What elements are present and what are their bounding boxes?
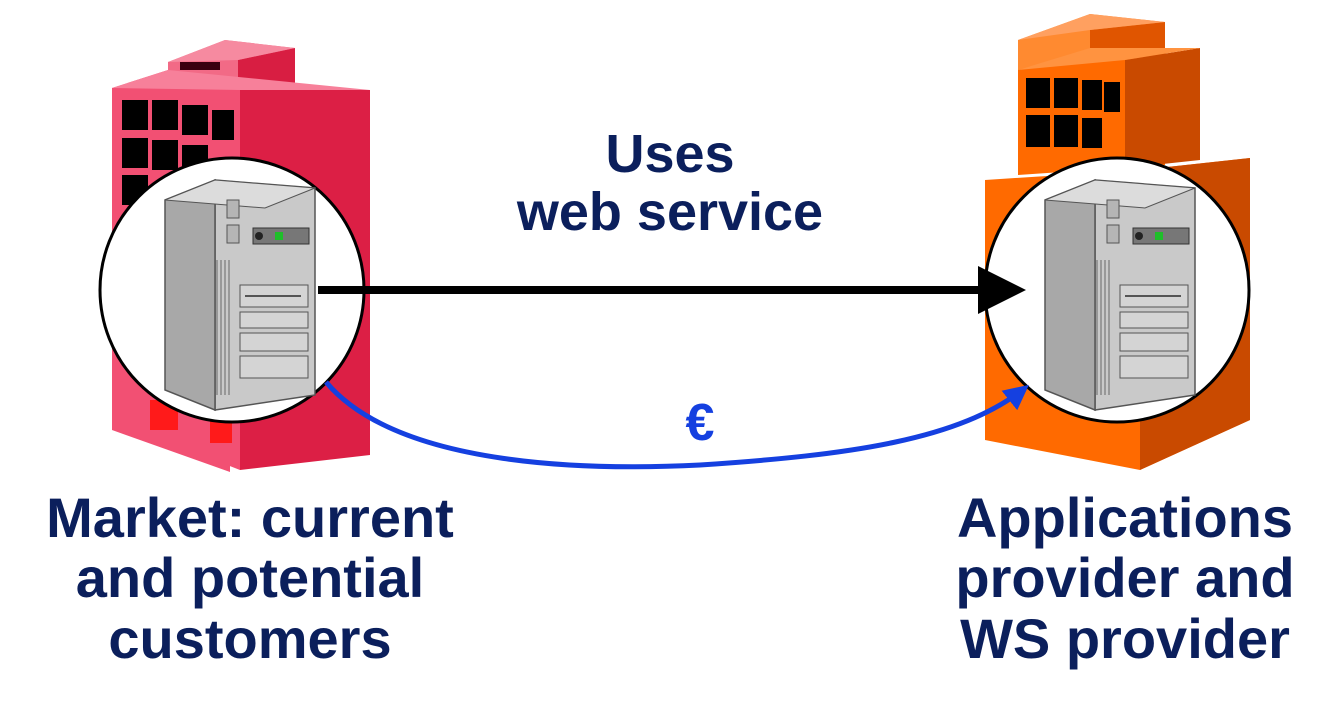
right-label-line1: Applications xyxy=(956,486,1294,549)
payment-arrow xyxy=(324,380,1029,470)
left-label-line2: and potential xyxy=(75,546,425,610)
right-server-icon xyxy=(983,156,1251,424)
euro-icon: € xyxy=(685,394,715,452)
right-label-line3: WS provider xyxy=(960,606,1290,670)
uses-label-line1: Uses xyxy=(605,124,735,184)
applications-provider-label: Applications provider and WS provider xyxy=(910,486,1327,670)
uses-label-line2: web service xyxy=(516,182,824,243)
left-label-line3: customers xyxy=(108,606,392,670)
market-customers-label: Market: current and potential customers xyxy=(0,486,500,670)
uses-web-service-label: Uses web service xyxy=(430,125,910,242)
left-label-line1: Market: current xyxy=(46,486,454,549)
right-label-line2: provider and xyxy=(955,546,1295,610)
